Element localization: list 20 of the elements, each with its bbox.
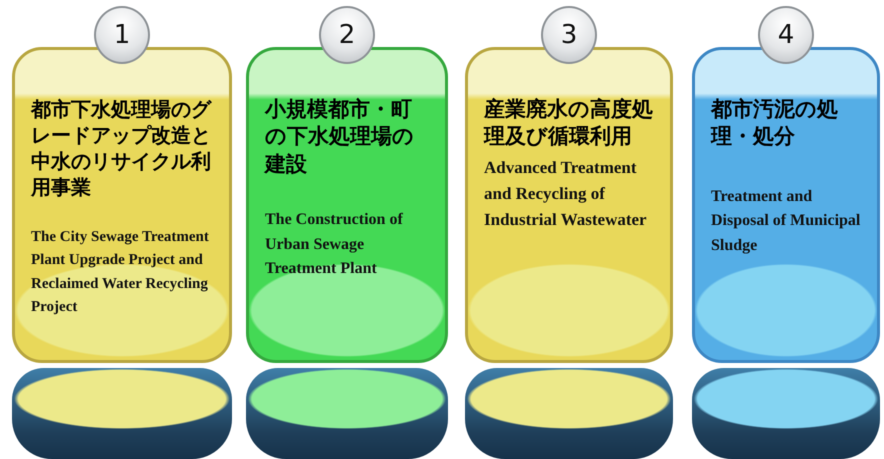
- topic-card: [12, 47, 232, 363]
- topic-card: [246, 47, 448, 363]
- card-description: The Construction of Urban Sewage Treatment Plant: [265, 210, 404, 280]
- number-badge: 2: [319, 6, 375, 64]
- number-badge: 1: [94, 6, 150, 64]
- topic-card: [465, 47, 673, 363]
- card-heading: 小規模都市・町の下水処理場の建設: [265, 96, 415, 178]
- pedestal-base: [12, 368, 232, 459]
- card-heading: 都市汚泥の処理・処分: [711, 96, 839, 150]
- card-heading: 都市下水処理場のグレードアップ改造と中水のリサイクル利用事業: [31, 96, 213, 200]
- card-heading: 産業廃水の高度処理及び循環利用: [484, 96, 654, 150]
- card-description: The City Sewage Treatment Plant Upgrade Project and Reclaimed Water Recycling Project: [31, 228, 210, 317]
- pedestal-base: [246, 368, 448, 459]
- card-description: Treatment and Disposal of Municipal Sludge: [711, 186, 862, 256]
- number-badge: 3: [541, 6, 597, 64]
- topic-card: [692, 47, 880, 363]
- pedestal-base: [692, 368, 880, 459]
- pedestal-base: [465, 368, 673, 459]
- card-description: Advanced Treatment and Recycling of Industrial Wastewater: [484, 156, 648, 232]
- number-badge: 4: [758, 6, 814, 64]
